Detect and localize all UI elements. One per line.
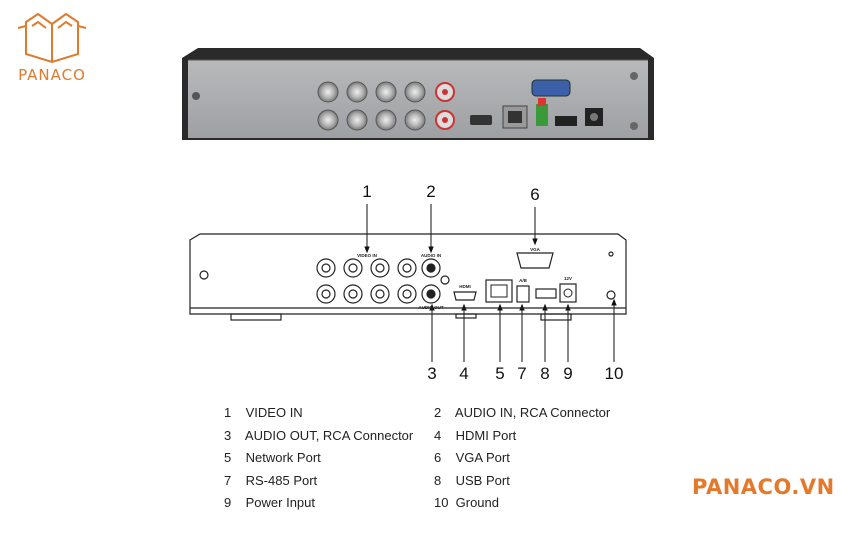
callout-9: 9 [563, 364, 572, 382]
callout-10: 10 [605, 364, 624, 382]
chassis-outline [189, 233, 627, 321]
label-audio-out: AUDIO OUT [418, 305, 444, 310]
legend-item: 3 AUDIO OUT, RCA Connector [224, 427, 414, 443]
bnc-bottom-row [317, 109, 426, 131]
panaco-logo: PANACO [12, 10, 92, 84]
legend-item: 2 AUDIO IN, RCA Connector [434, 405, 611, 420]
label-video-in: VIDEO IN [357, 253, 377, 258]
legend-row: 9 Power Input 10 Ground [224, 495, 644, 518]
brand-website: PANACO.VN [692, 475, 835, 499]
callout-5: 5 [495, 364, 504, 382]
book-logo-icon [17, 12, 87, 64]
legend-row: 7 RS-485 Port 8 USB Port [224, 473, 644, 496]
legend-item: 5 Network Port [224, 450, 321, 465]
power-input [559, 283, 577, 303]
vga-port [516, 252, 554, 269]
label-power: 12V [564, 276, 572, 281]
callout-7: 7 [517, 364, 526, 382]
rs485-port [516, 285, 530, 303]
callout-4: 4 [459, 364, 468, 382]
legend-item: 9 Power Input [224, 495, 315, 510]
hdmi-port [453, 291, 477, 301]
rca-connectors [421, 258, 450, 304]
callout-2: 2 [426, 182, 435, 201]
legend-row: 5 Network Port 6 VGA Port [224, 450, 644, 473]
rear-panel-diagram: 1 2 6 3 4 5 7 8 9 10 [189, 182, 627, 382]
legend-item: 8 USB Port [434, 472, 510, 488]
label-vga: VGA [530, 247, 541, 252]
legend-item: 1 VIDEO IN [224, 405, 303, 420]
dvr-rear-photo [182, 48, 654, 140]
callout-1: 1 [362, 182, 371, 201]
port-legend: 1 VIDEO IN 2 AUDIO IN, RCA Connector 3 A… [224, 405, 644, 518]
logo-text: PANACO [18, 66, 86, 84]
legend-row: 3 AUDIO OUT, RCA Connector 4 HDMI Port [224, 428, 644, 451]
label-hdmi: HDMI [459, 284, 471, 289]
legend-item: 10 Ground [434, 495, 499, 510]
label-ab: A/B [519, 278, 528, 283]
legend-item: 7 RS-485 Port [224, 472, 318, 488]
legend-item: 4 HDMI Port [434, 427, 517, 443]
callout-6: 6 [530, 185, 539, 204]
legend-row: 1 VIDEO IN 2 AUDIO IN, RCA Connector [224, 405, 644, 428]
callout-8: 8 [540, 364, 549, 382]
usb-port [535, 288, 557, 299]
label-audio-in: AUDIO IN [421, 253, 441, 258]
bnc-connectors [316, 258, 417, 304]
callout-3: 3 [427, 364, 436, 382]
network-port [485, 279, 513, 303]
bnc-top-row [317, 81, 426, 103]
legend-item: 6 VGA Port [434, 450, 510, 465]
